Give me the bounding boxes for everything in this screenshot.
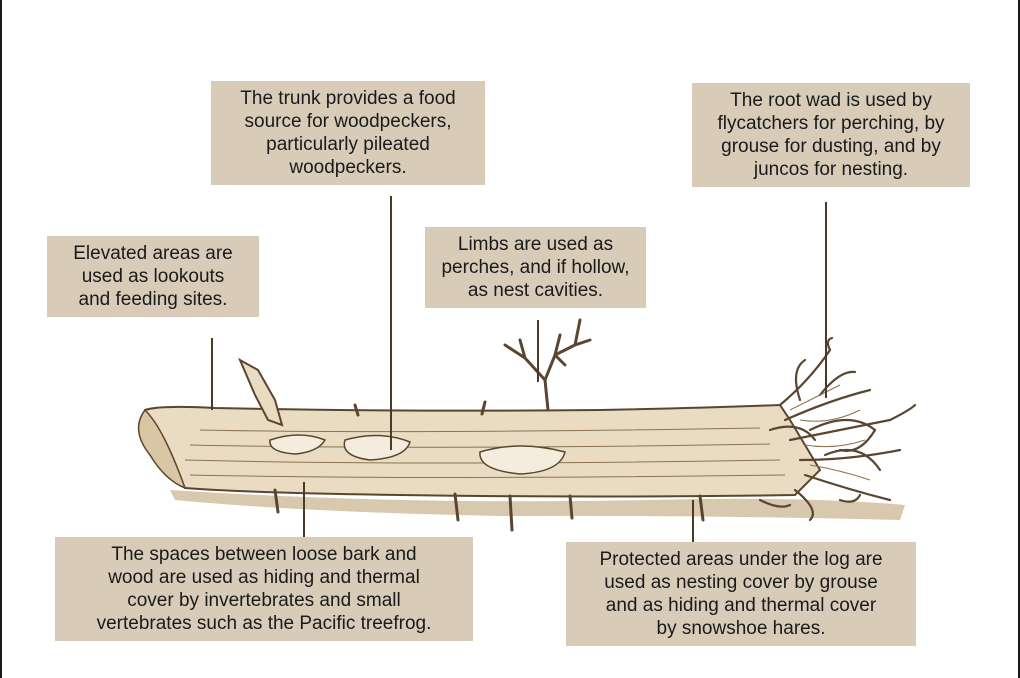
label-limbs-line-1: Limbs are used as <box>435 233 636 256</box>
label-under-log-line-4: by snowshoe hares. <box>576 617 906 640</box>
label-trunk-line-1: The trunk provides a food <box>221 87 475 110</box>
label-bark-line-1: The spaces between loose bark and <box>65 543 463 566</box>
label-elevated-line-3: and feeding sites. <box>57 288 249 311</box>
label-under-log-line-1: Protected areas under the log are <box>576 548 906 571</box>
label-trunk-line-3: particularly pileated <box>221 133 475 156</box>
leader-trunk <box>390 196 392 450</box>
leader-under-log <box>692 500 694 544</box>
label-elevated-line-1: Elevated areas are <box>57 242 249 265</box>
label-trunk-line-2: source for woodpeckers, <box>221 110 475 133</box>
label-bark: The spaces between loose bark and wood a… <box>55 537 473 641</box>
branching-limbs <box>505 320 590 410</box>
label-root-wad-line-1: The root wad is used by <box>702 89 960 112</box>
leader-root-wad <box>825 202 827 398</box>
label-bark-line-4: vertebrates such as the Pacific treefrog… <box>65 612 463 635</box>
leader-elevated <box>211 338 213 410</box>
label-under-log-line-2: used as nesting cover by grouse <box>576 571 906 594</box>
label-trunk: The trunk provides a food source for woo… <box>211 81 485 185</box>
label-limbs-line-2: perches, and if hollow, <box>435 256 636 279</box>
label-under-log-line-3: and as hiding and thermal cover <box>576 594 906 617</box>
label-limbs: Limbs are used as perches, and if hollow… <box>425 227 646 308</box>
label-under-log: Protected areas under the log are used a… <box>566 542 916 646</box>
leader-limbs <box>537 320 539 382</box>
leader-bark <box>303 482 305 540</box>
label-trunk-line-4: woodpeckers. <box>221 156 475 179</box>
label-bark-line-2: wood are used as hiding and thermal <box>65 566 463 589</box>
label-root-wad-line-3: grouse for dusting, and by <box>702 135 960 158</box>
label-root-wad: The root wad is used by flycatchers for … <box>692 83 970 187</box>
label-elevated-line-2: used as lookouts <box>57 265 249 288</box>
label-bark-line-3: cover by invertebrates and small <box>65 589 463 612</box>
label-limbs-line-3: as nest cavities. <box>435 279 636 302</box>
label-root-wad-line-2: flycatchers for perching, by <box>702 112 960 135</box>
label-elevated: Elevated areas are used as lookouts and … <box>47 236 259 317</box>
label-root-wad-line-4: juncos for nesting. <box>702 158 960 181</box>
